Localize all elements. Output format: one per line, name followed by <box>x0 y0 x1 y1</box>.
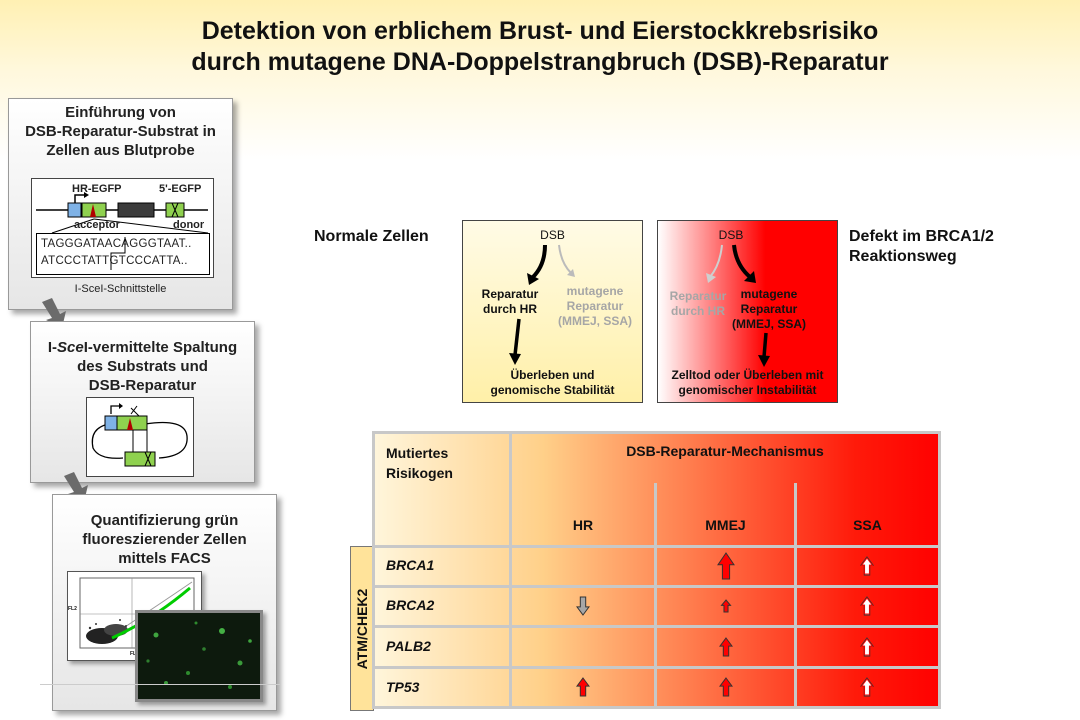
fluorescent-cells-icon <box>146 621 252 689</box>
up-arrow-icon-brca2-ssa <box>860 596 874 616</box>
up-arrow-icon-palb2-ssa <box>860 637 874 657</box>
donor-label: donor <box>173 219 205 231</box>
step-1-box: Einführung von DSB-Reparatur-Substrat in… <box>8 98 233 310</box>
egfp5-label: 5'-EGFP <box>159 183 202 195</box>
up-arrow-icon-brca2-ssa-inner <box>860 597 874 615</box>
gene-brca1: BRCA1 <box>386 557 435 573</box>
up-arrow-icon-tp53-hr <box>576 677 590 697</box>
down-arrow-icon-brca2-hr <box>576 596 590 616</box>
effect-arrows <box>576 552 874 697</box>
col-header-ssa: SSA <box>853 517 882 533</box>
col-header-mmej: MMEJ <box>705 517 746 533</box>
up-arrow-icon-palb2-ssa-inner <box>860 638 874 656</box>
acceptor-label: acceptor <box>74 219 120 231</box>
gene-tp53: TP53 <box>386 679 420 695</box>
gene-brca2: BRCA2 <box>386 597 435 613</box>
cut-site-label: I-SceI-Schnittstelle <box>74 283 167 295</box>
substrate-diagram: HR-EGFP 5'-EGFP acceptor donor TAGGGATAA… <box>31 178 214 278</box>
group-header: DSB-Reparatur-Mechanismus <box>626 443 824 459</box>
col-header-hr: HR <box>572 517 594 533</box>
defect-dsb: DSB <box>718 228 744 242</box>
hr-egfp-label: HR-EGFP <box>72 183 122 195</box>
up-arrow-icon-brca1-ssa <box>860 556 874 576</box>
normal-dsb: DSB <box>540 228 565 242</box>
cleavage-diagram <box>86 397 194 477</box>
normal-cells-label: Normale Zellen <box>314 228 429 245</box>
cleavage-construct-icon <box>91 403 188 467</box>
substrate-construct-icon <box>36 192 209 234</box>
defect-flow-arrows-icon <box>706 244 770 367</box>
up-arrow-icon-brca2-mmej <box>720 599 732 613</box>
step-3-caption: Quantifizierung grün fluoreszierender Ze… <box>82 512 247 567</box>
row-group-label: ATM/CHEK2 <box>350 546 374 711</box>
facs-x-axis-label: FL1 <box>130 651 139 657</box>
up-arrow-icon-tp53-ssa <box>860 677 874 697</box>
up-arrow-icon-tp53-ssa-inner <box>860 678 874 696</box>
up-arrow-icon-brca1-mmej <box>717 552 735 580</box>
step-1-caption: Einführung von DSB-Reparatur-Substrat in… <box>25 104 216 159</box>
cut-site-icon <box>110 237 126 270</box>
sequence-bottom: ATCCCTATTGTCCCATTA.. <box>41 255 188 267</box>
page-title: Detektion von erblichem Brust- und Eiers… <box>191 17 889 76</box>
sequence-top: TAGGGATAACAGGGTAAT.. <box>41 238 192 250</box>
up-arrow-icon-tp53-mmej <box>719 677 733 697</box>
step-2-box: I-SceI-vermittelte Spaltung des Substrat… <box>30 321 255 483</box>
step-arrow-1-icon <box>42 298 66 328</box>
microscopy-image <box>135 610 263 702</box>
facs-y-axis-label: FL2 <box>68 606 77 612</box>
gene-palb2: PALB2 <box>386 638 431 654</box>
up-arrow-icon-palb2-mmej <box>719 637 733 657</box>
normal-flow-arrows-icon <box>509 244 575 365</box>
up-arrow-icon-brca1-ssa-inner <box>860 557 874 575</box>
sequence-box: TAGGGATAACAGGGTAAT.. ATCCCTATTGTCCCATTA.… <box>36 233 210 275</box>
step-2-caption: I-SceI-vermittelte Spaltung des Substrat… <box>47 339 238 394</box>
divider-line <box>40 684 280 685</box>
